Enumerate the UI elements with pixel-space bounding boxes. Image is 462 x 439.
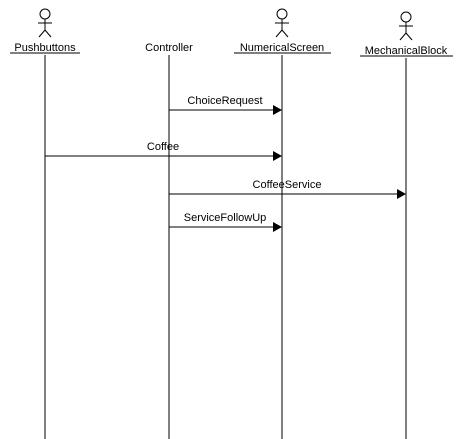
actor-icon	[275, 8, 289, 38]
lifeline-label: Controller	[145, 42, 193, 54]
message-label: ServiceFollowUp	[184, 212, 267, 224]
message-label: ChoiceRequest	[187, 95, 262, 107]
arrowhead-icon	[273, 222, 282, 232]
lifeline-label: Pushbuttons	[14, 42, 76, 54]
arrowhead-icon	[273, 105, 282, 115]
message-coffee: Coffee	[45, 141, 282, 161]
message-service-follow-up: ServiceFollowUp	[169, 212, 282, 232]
message-coffee-service: CoffeeService	[169, 179, 406, 199]
lifeline-label: MechanicalBlock	[365, 45, 448, 57]
lifeline-numericalscreen: NumericalScreen	[234, 8, 331, 439]
message-label: CoffeeService	[253, 179, 322, 191]
arrowhead-icon	[273, 151, 282, 161]
lifeline-controller: Controller	[145, 42, 193, 439]
actor-icon	[38, 8, 52, 38]
message-label: Coffee	[147, 141, 179, 153]
message-choice-request: ChoiceRequest	[169, 95, 282, 115]
lifeline-pushbuttons: Pushbuttons	[10, 8, 80, 439]
arrowhead-icon	[397, 189, 406, 199]
lifeline-mechanicalblock: MechanicalBlock	[360, 11, 453, 439]
lifeline-label: NumericalScreen	[240, 42, 324, 54]
actor-icon	[399, 11, 413, 41]
